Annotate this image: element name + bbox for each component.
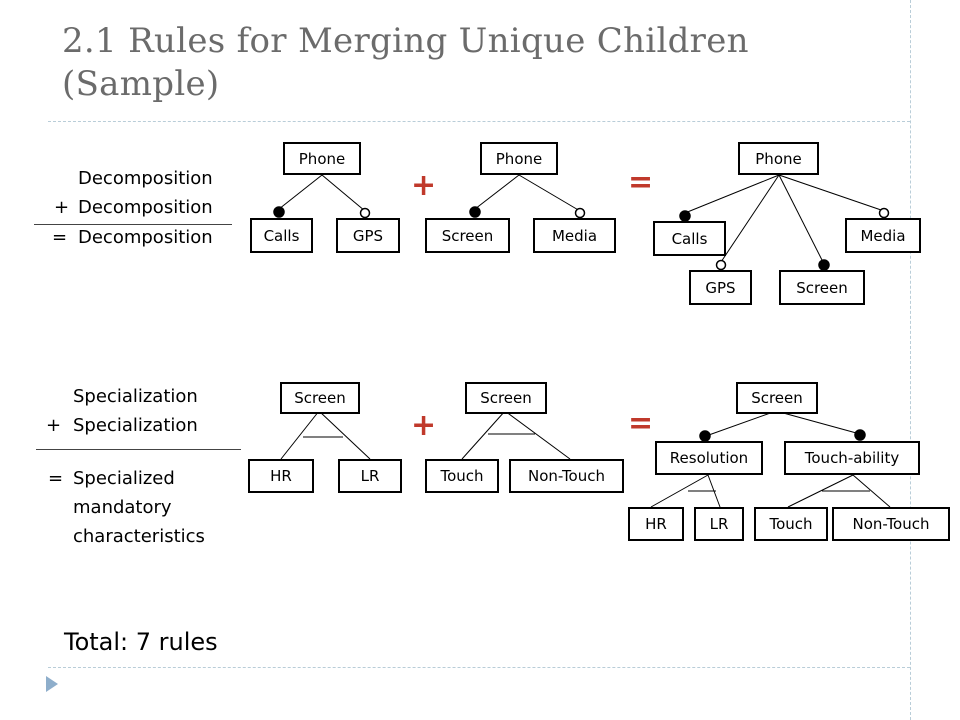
row2-join-plus: + — [411, 408, 437, 443]
row2-label-1: Specialization — [73, 386, 198, 407]
r2-t3-grandchild-hr: HR — [628, 507, 684, 541]
r1-t3-child-media: Media — [845, 218, 921, 253]
row1-plus-operator: + — [54, 197, 70, 218]
r1-t3-child-calls: Calls — [653, 221, 726, 256]
r1-t1-child-calls: Calls — [250, 218, 313, 253]
row2-label-3a: Specialized — [73, 468, 175, 489]
right-guide — [910, 0, 911, 720]
r1-t2-root: Phone — [480, 142, 558, 175]
row1-label-3: Decomposition — [78, 227, 213, 248]
row2-label-3b: mandatory — [73, 497, 172, 518]
r1-t2-child-screen: Screen — [425, 218, 510, 253]
r2-t3-grandchild-nontouch: Non-Touch — [832, 507, 950, 541]
r2-t3-child-resolution: Resolution — [655, 441, 763, 475]
slide-title: 2.1 Rules for Merging Unique Children (S… — [62, 21, 749, 104]
row1-join-equals: = — [628, 165, 654, 200]
row2-plus-operator: + — [46, 415, 62, 436]
row2-label-3c: characteristics — [73, 526, 205, 547]
row1-equals-operator: = — [52, 227, 68, 248]
r2-t3-grandchild-lr: LR — [694, 507, 744, 541]
r2-t3-child-touchability: Touch-ability — [784, 441, 920, 475]
r2-t1-child-lr: LR — [338, 459, 402, 493]
r1-t1-child-gps: GPS — [336, 218, 400, 253]
row2-label-2: Specialization — [73, 415, 198, 436]
total-rules: Total: 7 rules — [64, 628, 218, 656]
r2-t2-root: Screen — [465, 382, 547, 414]
row1-label-1: Decomposition — [78, 168, 213, 189]
r1-t2-child-media: Media — [533, 218, 616, 253]
row1-join-plus: + — [411, 168, 437, 203]
footer-divider — [48, 667, 910, 668]
row1-label-2: Decomposition — [78, 197, 213, 218]
r2-t1-child-hr: HR — [248, 459, 314, 493]
r1-t1-root: Phone — [283, 142, 361, 175]
row2-equals-operator: = — [48, 468, 64, 489]
bullet-icon — [46, 676, 58, 692]
row2-sum-line — [36, 449, 241, 450]
r1-t3-root: Phone — [738, 142, 819, 175]
row2-join-equals: = — [628, 406, 654, 441]
r1-t3-child-screen: Screen — [779, 270, 865, 305]
r2-t2-child-nontouch: Non-Touch — [509, 459, 624, 493]
row1-sum-line — [34, 224, 232, 225]
r2-t2-child-touch: Touch — [425, 459, 499, 493]
r1-t3-child-gps: GPS — [689, 270, 752, 305]
r2-t3-grandchild-touch: Touch — [754, 507, 828, 541]
r2-t1-root: Screen — [280, 382, 360, 414]
title-divider — [48, 121, 910, 122]
r2-t3-root: Screen — [736, 382, 818, 414]
